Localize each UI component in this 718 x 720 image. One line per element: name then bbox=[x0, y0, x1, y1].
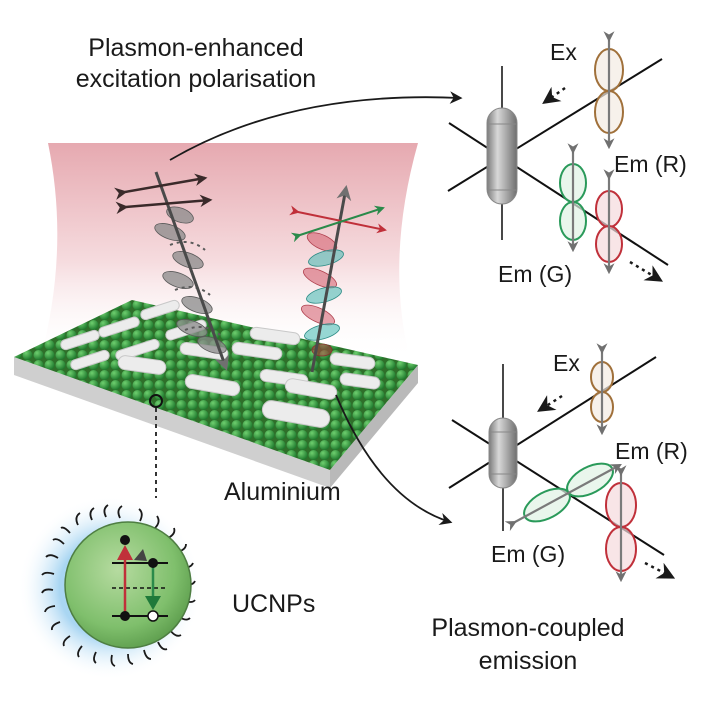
panel-excitation-polarisation bbox=[447, 31, 669, 282]
red-emission-lobes-bottom bbox=[605, 465, 637, 583]
ucnp-label: UCNPs bbox=[232, 590, 315, 618]
green-emission-lobes-top bbox=[559, 143, 587, 253]
substrate-label: Aluminium bbox=[224, 478, 341, 506]
excitation-wave bbox=[114, 171, 230, 371]
title-excitation-line1: Plasmon-enhanced bbox=[88, 34, 303, 62]
excitation-lobes-bottom bbox=[590, 343, 614, 436]
zoom-marker-circle bbox=[149, 394, 163, 408]
red-emission-lobes-top bbox=[595, 169, 623, 275]
em-r-label-top: Em (R) bbox=[614, 151, 687, 177]
em-g-label-top: Em (G) bbox=[498, 261, 572, 287]
excitation-lobes-top bbox=[594, 31, 624, 150]
em-g-label-bottom: Em (G) bbox=[491, 541, 565, 567]
em-r-label-bottom: Em (R) bbox=[615, 438, 688, 464]
ex-label-top: Ex bbox=[550, 39, 577, 65]
emission-wave bbox=[289, 185, 387, 373]
ucnp-particle bbox=[18, 496, 202, 680]
ex-label-bottom: Ex bbox=[553, 350, 580, 376]
nanorod-bottom bbox=[488, 417, 518, 489]
callout-arrow-top bbox=[169, 91, 463, 161]
panel-coupled-emission bbox=[448, 343, 676, 583]
callout-arrow-bottom bbox=[335, 394, 453, 525]
title-excitation-line2: excitation polarisation bbox=[76, 65, 316, 93]
green-emission-lobes-bottom bbox=[504, 462, 622, 532]
title-emission-line1: Plasmon-coupled bbox=[431, 614, 624, 642]
title-emission-line2: emission bbox=[479, 647, 578, 675]
nanorod-top bbox=[486, 107, 518, 205]
